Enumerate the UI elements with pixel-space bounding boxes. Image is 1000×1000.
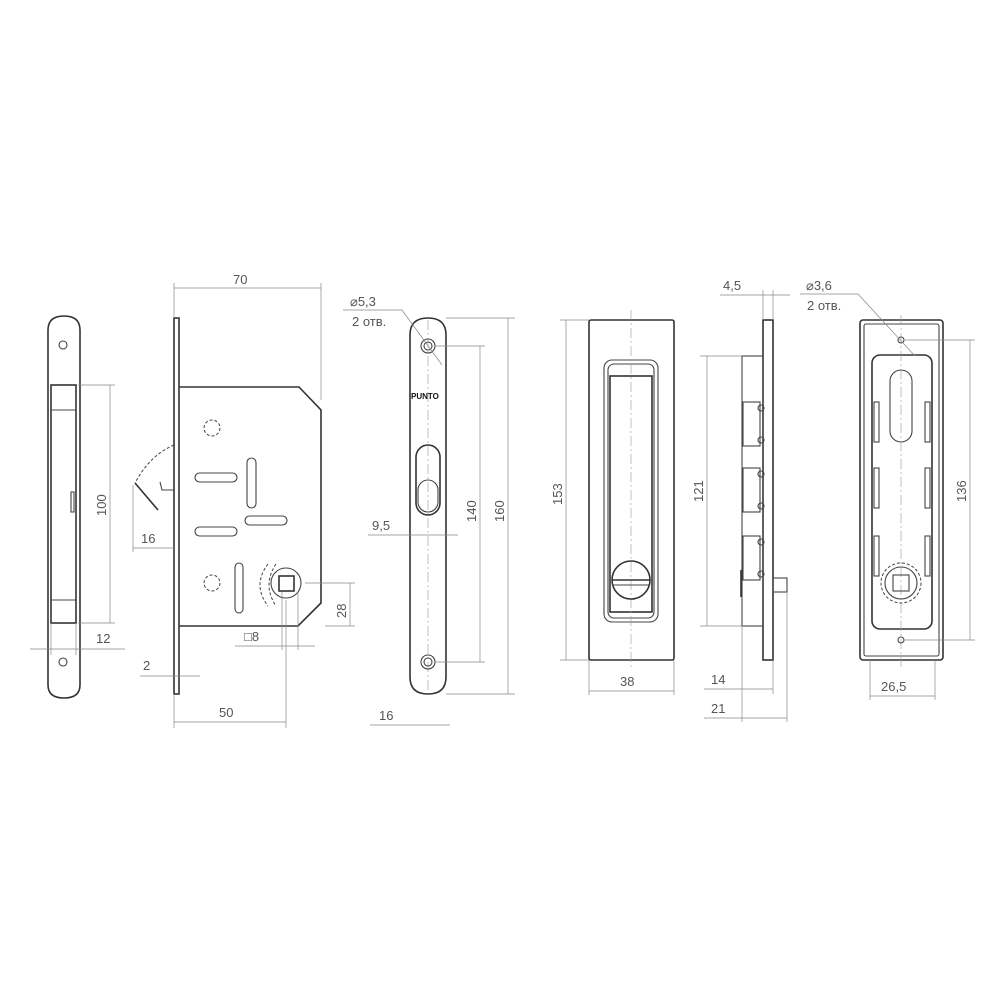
faceplate-front-view	[343, 309, 515, 726]
handle-front-view	[560, 310, 675, 695]
handle-back-view	[800, 293, 975, 700]
dim-14: 14	[711, 672, 725, 687]
dim-160: 160	[492, 500, 507, 522]
dim-121: 121	[691, 480, 706, 502]
dim-12: 12	[96, 631, 110, 646]
dim-9-5: 9,5	[372, 518, 390, 533]
spindle-square-icon	[278, 575, 295, 592]
faceplate-side-view	[30, 315, 125, 699]
lock-body-view	[132, 283, 355, 728]
dim-4-5: 4,5	[723, 278, 741, 293]
dim-21: 21	[711, 701, 725, 716]
dim-136: 136	[954, 480, 969, 502]
dim-2: 2	[143, 658, 150, 673]
dim-26-5: 26,5	[881, 679, 906, 694]
dim-100: 100	[94, 494, 109, 516]
dim-140: 140	[464, 500, 479, 522]
dim-28: 28	[334, 604, 349, 618]
dim-16-hook: 16	[141, 531, 155, 546]
handle-side-view	[700, 290, 790, 722]
dim-hole-5-3: ⌀5,3	[350, 294, 376, 309]
brand-logo: PUNTO	[411, 392, 439, 401]
dim-50: 50	[219, 705, 233, 720]
screw-hole-icon	[58, 657, 68, 667]
dim-38: 38	[620, 674, 634, 689]
dim-holes-count-2: 2 отв.	[807, 298, 841, 313]
dim-holes-count-1: 2 отв.	[352, 314, 386, 329]
dim-hole-3-6: ⌀3,6	[806, 278, 832, 293]
dim-square-8: □8	[244, 629, 259, 644]
dim-70: 70	[233, 272, 247, 287]
dim-153: 153	[550, 483, 565, 505]
dim-16-plate: 16	[379, 708, 393, 723]
screw-hole-icon	[58, 340, 68, 350]
